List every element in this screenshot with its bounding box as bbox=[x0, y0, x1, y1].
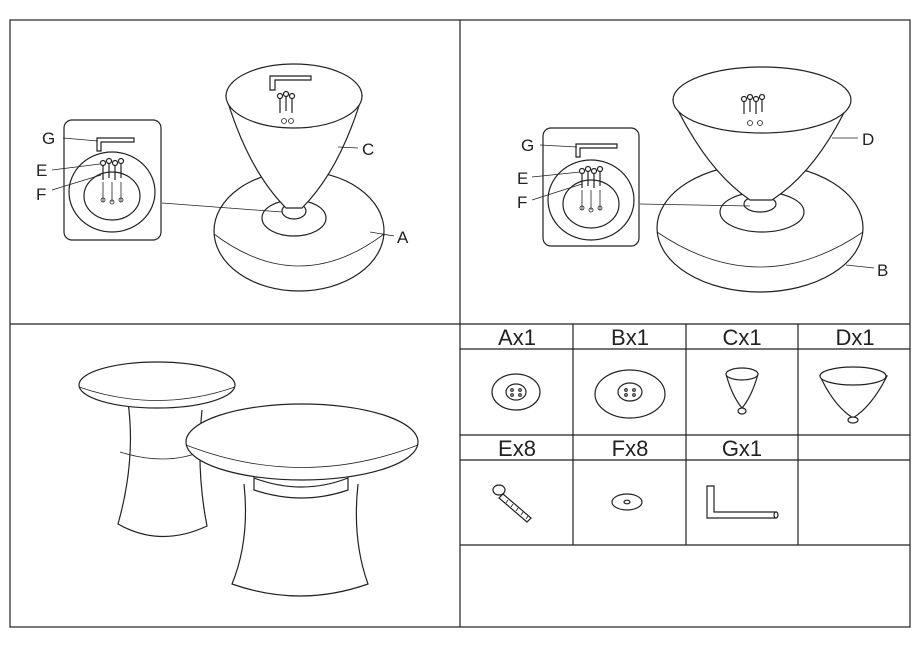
inset-outer-ring-b bbox=[547, 159, 635, 241]
inset-screws bbox=[99, 157, 125, 205]
label-e-b: E bbox=[517, 169, 528, 188]
inset-hex-key-b bbox=[575, 143, 618, 158]
part-f-washer-icon bbox=[611, 493, 643, 511]
part-g-hex-key-icon bbox=[706, 485, 779, 519]
base-disc-a-edge bbox=[213, 233, 385, 267]
label-d: D bbox=[862, 130, 874, 149]
part-e-screw-icon bbox=[492, 484, 532, 523]
label-a: A bbox=[397, 228, 409, 247]
inset-screws-b bbox=[578, 165, 604, 213]
large-table-top-edge bbox=[185, 444, 419, 468]
part-label-e: Ex8 bbox=[498, 436, 536, 461]
part-label-f: Fx8 bbox=[612, 436, 649, 461]
leader-e-b bbox=[531, 171, 581, 178]
small-table-top bbox=[78, 361, 236, 409]
inset-detail-box bbox=[63, 119, 162, 241]
hex-key-g-on-cone bbox=[269, 75, 312, 91]
leader-c bbox=[337, 146, 359, 149]
part-label-c: Cx1 bbox=[722, 325, 761, 350]
inset-leader-b bbox=[639, 203, 751, 207]
large-table-base bbox=[231, 483, 369, 597]
label-g: G bbox=[42, 129, 55, 148]
inset-hex-key bbox=[96, 137, 135, 152]
part-label-a: Ax1 bbox=[498, 325, 536, 350]
part-c-cone-icon bbox=[725, 367, 759, 415]
part-b-disc-icon bbox=[594, 369, 666, 419]
inset-leader bbox=[161, 202, 283, 213]
screws-on-cone-d bbox=[740, 93, 766, 126]
base-disc-b-edge bbox=[656, 231, 864, 268]
label-g-b: G bbox=[521, 136, 534, 155]
leader-e bbox=[51, 163, 101, 171]
leader-f bbox=[51, 174, 102, 191]
label-f-b: F bbox=[517, 193, 527, 212]
leader-a bbox=[369, 231, 395, 237]
leader-f-b bbox=[531, 183, 583, 201]
large-table-collar bbox=[253, 477, 349, 499]
screws-on-cone bbox=[276, 90, 296, 124]
inset-outer-ring bbox=[68, 151, 156, 233]
large-table-top bbox=[185, 403, 419, 481]
part-a-disc-icon bbox=[491, 373, 541, 411]
inset-inner-ring-b bbox=[562, 179, 620, 229]
part-label-d: Dx1 bbox=[835, 325, 874, 350]
step1-panel: G E F C A bbox=[36, 63, 409, 292]
label-c: C bbox=[362, 140, 374, 159]
part-label-g: Gx1 bbox=[722, 436, 762, 461]
step2-panel: G E F D B bbox=[517, 66, 888, 293]
label-e: E bbox=[36, 161, 47, 180]
leader-g-b bbox=[539, 144, 578, 148]
label-b: B bbox=[877, 261, 888, 280]
leader-g bbox=[62, 137, 99, 142]
small-table-top-edge bbox=[78, 386, 236, 401]
inset-inner-ring bbox=[83, 171, 141, 221]
small-table-base bbox=[117, 401, 208, 538]
label-f: F bbox=[36, 185, 46, 204]
parts-list: Ax1 Bx1 Cx1 Dx1 Ex8 Fx8 Gx1 bbox=[460, 324, 910, 546]
leader-b bbox=[845, 264, 875, 269]
part-label-b: Bx1 bbox=[611, 325, 649, 350]
assembled-tables-panel bbox=[78, 361, 419, 597]
part-d-cone-icon bbox=[819, 366, 888, 424]
